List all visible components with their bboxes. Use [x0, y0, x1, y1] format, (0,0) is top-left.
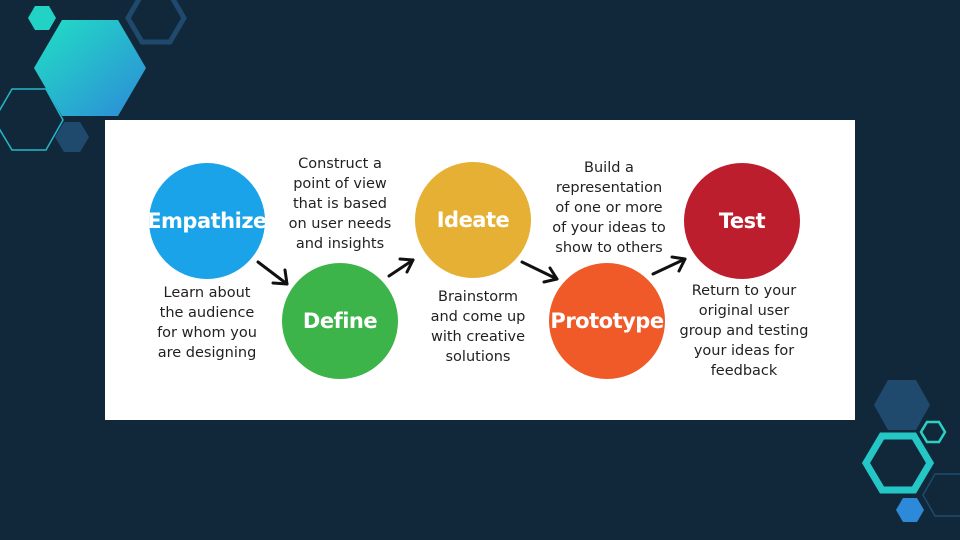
arrow-prototype-to-test: [651, 255, 687, 276]
hexagon-icon: [874, 380, 930, 430]
hexagon-icon: [55, 122, 89, 152]
hexagon-icon: [125, 0, 187, 45]
test-description: Return to your original user group and t…: [679, 283, 809, 379]
hexagon-icon: [861, 432, 935, 494]
empathize-description: Learn about the audience for whom you ar…: [157, 285, 257, 361]
hexagon-icon: [28, 6, 56, 30]
stage-empathize: Empathize: [147, 163, 267, 279]
hexagon-icon: [919, 420, 947, 444]
hexagon-icon: [0, 88, 64, 151]
stage-test: Test: [684, 163, 800, 279]
hexagon-icon: [34, 20, 146, 116]
design-thinking-panel: Empathize Define Ideate Prototype Test L…: [105, 120, 855, 420]
arrow-ideate-to-prototype: [520, 260, 559, 284]
arrow-empathize-to-define: [256, 260, 289, 286]
stage-prototype: Prototype: [549, 263, 665, 379]
hexagon-icon: [922, 473, 960, 517]
stage-ideate: Ideate: [415, 162, 531, 278]
prototype-description: Build a representation of one or more of…: [552, 160, 666, 256]
stage-define: Define: [282, 263, 398, 379]
ideate-description: Brainstorm and come up with creative sol…: [430, 289, 526, 365]
hexagon-icon: [896, 498, 924, 522]
process-arrows: [256, 255, 687, 286]
arrow-define-to-ideate: [387, 257, 415, 278]
define-description: Construct a point of view that is based …: [288, 156, 392, 252]
